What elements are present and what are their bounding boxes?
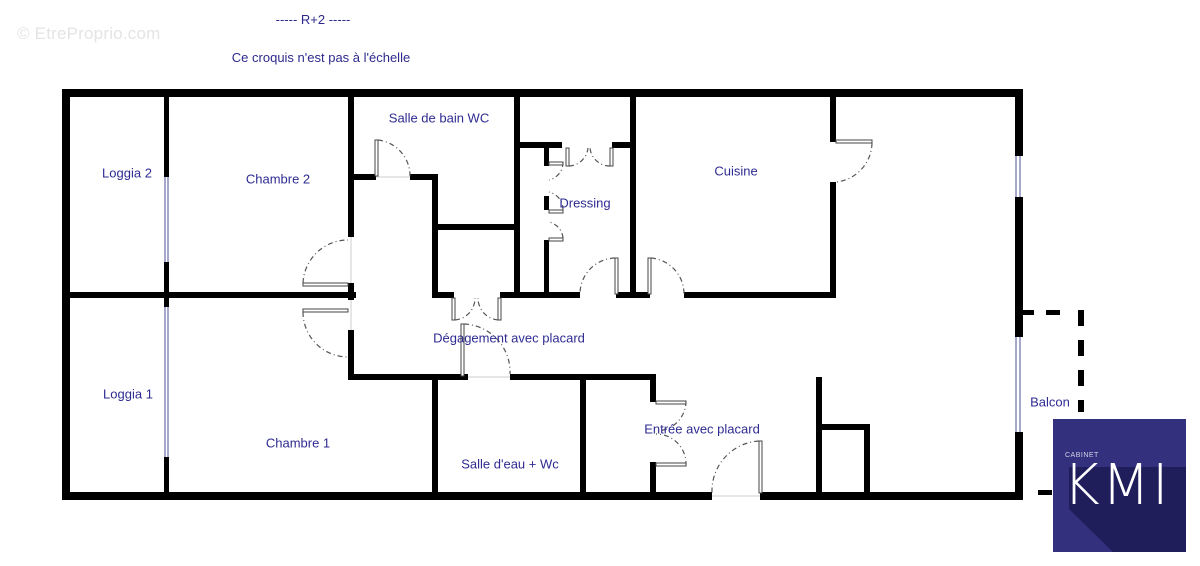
scale-note: Ce croquis n'est pas à l'échelle bbox=[231, 50, 411, 65]
room-label-degagement: Dégagement avec placard bbox=[433, 330, 585, 346]
watermark: © EtreProprio.com bbox=[17, 24, 161, 43]
room-label-chambre-2: Chambre 2 bbox=[245, 171, 311, 187]
room-label-salle-de-bain-wc: Salle de bain WC bbox=[388, 110, 490, 126]
room-label-chambre-1: Chambre 1 bbox=[265, 435, 331, 451]
level-title: ----- R+2 ----- bbox=[275, 12, 351, 27]
logo-shadow-icon bbox=[1069, 467, 1186, 552]
logo-cabinet-text: CABINET bbox=[1065, 452, 1099, 459]
room-label-entree: Entrée avec placard bbox=[644, 421, 760, 437]
cabinet-kmi-logo: CABINET KMI bbox=[1053, 419, 1186, 552]
room-label-salle-d-eau: Salle d'eau + Wc bbox=[461, 456, 559, 472]
room-label-cuisine: Cuisine bbox=[714, 163, 758, 179]
logo-kmi-text: KMI bbox=[1063, 453, 1171, 518]
room-label-loggia-2: Loggia 2 bbox=[102, 165, 152, 181]
room-label-dressing: Dressing bbox=[559, 195, 611, 211]
room-label-balcon: Balcon bbox=[1030, 394, 1070, 410]
room-label-loggia-1: Loggia 1 bbox=[103, 386, 153, 402]
